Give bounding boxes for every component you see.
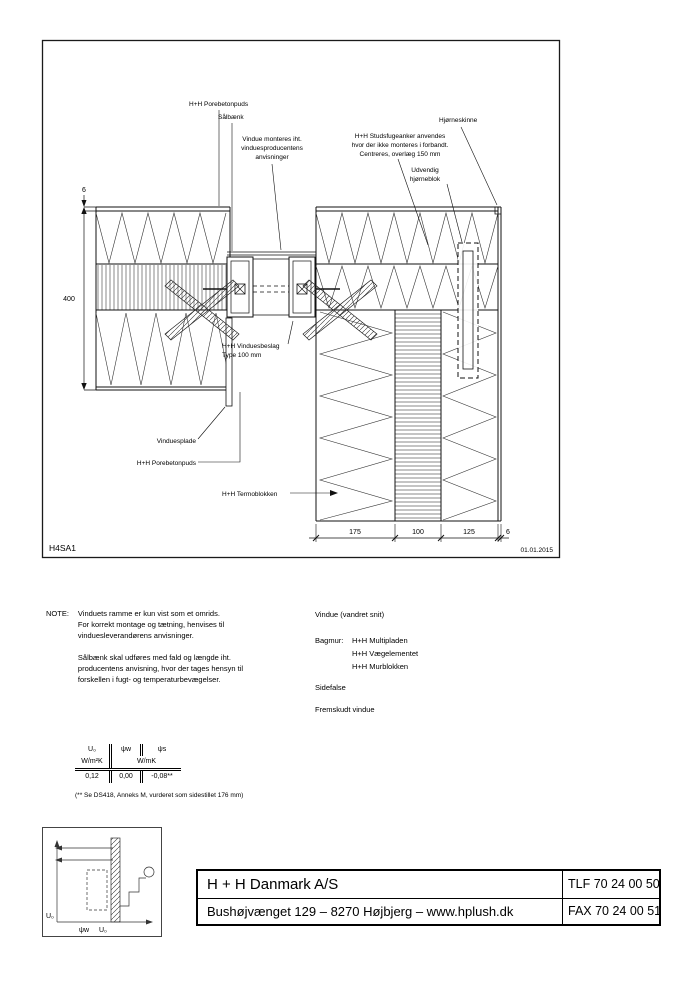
note-block: NOTE: Vinduets ramme er kun vist som et … <box>46 608 243 685</box>
key-psi-bottom: ψw <box>79 927 90 934</box>
note-line: Sålbænk skal udføres med fald og længde … <box>77 653 231 662</box>
note-line: For korrekt montage og tætning, henvises… <box>77 620 225 629</box>
right-wall-insulation-hatch <box>395 310 441 521</box>
dim-6-top: 6 <box>82 187 86 194</box>
value-psi-w: 0,00 <box>109 771 140 783</box>
company-address: Bushøjvænget 129 – 8270 Højbjerg – www.h… <box>198 897 562 925</box>
termoblok-arrowhead <box>330 490 338 496</box>
bagmur-item: H+H Murblokken <box>352 662 409 671</box>
dimension-left <box>81 195 96 391</box>
label-porebetonpuds-bottom: H+H Porebetonpuds <box>137 460 197 467</box>
note-line: producentens anvisning, hvor der tages h… <box>77 664 244 673</box>
phone-number: TLF 70 24 00 50 <box>562 871 659 898</box>
info-title: Vindue (vandret snit) <box>315 610 385 619</box>
label-vindue-monteres-3: anvisninger <box>255 154 289 161</box>
label-studsfugeanker-2: hvor der ikke monteres i forbandt. <box>352 142 449 149</box>
note-label: NOTE: <box>46 609 69 618</box>
company-name: H + H Danmark A/S <box>207 875 339 893</box>
label-hjorneskinne: Hjørneskinne <box>439 117 478 124</box>
dim-6-bottom: 6 <box>506 529 510 536</box>
dim-400: 400 <box>63 296 75 303</box>
technical-drawing: 400 6 175 100 125 6 H+H Porebetonpuds <box>41 39 561 559</box>
info-block: Vindue (vandret snit) Bagmur: H+H Multip… <box>315 608 418 716</box>
key-diagram: U₀ ψw U₀ <box>42 827 162 937</box>
label-vindue-monteres-2: vinduesproducentens <box>241 145 304 152</box>
th-u0: U₀ <box>88 746 96 753</box>
label-studsfugeanker-3: Centreres, overlæg 150 mm <box>360 151 441 158</box>
key-u0-bottom: U₀ <box>99 927 107 934</box>
label-udvendig-hjorneblok-2: hjørneblok <box>410 176 441 183</box>
unit-wm2k: W/m²K <box>81 758 103 765</box>
window-board-profile <box>225 317 233 407</box>
label-vinduesbeslag-1: H+H Vinduesbeslag <box>222 343 280 350</box>
title-block: H + H Danmark A/S TLF 70 24 00 50 Bushøj… <box>196 869 661 926</box>
anchor-straps <box>164 279 378 341</box>
dim-175: 175 <box>349 529 361 536</box>
leader-lines <box>197 110 498 494</box>
label-udvendig-hjorneblok-1: Udvendig <box>411 167 439 174</box>
corner-bead-profile <box>494 207 501 215</box>
unit-wmk: W/mK <box>109 756 181 768</box>
label-termoblokken: H+H Termoblokken <box>222 491 278 498</box>
fax-number: FAX 70 24 00 51 <box>562 897 659 924</box>
value-psi-s: -0,08** <box>140 771 181 783</box>
dim-125: 125 <box>463 529 475 536</box>
key-u0-left: U₀ <box>46 913 54 920</box>
drawing-date: 01.01.2015 <box>520 547 553 554</box>
info-fremskudt: Fremskudt vindue <box>315 705 375 714</box>
bagmur-label: Bagmur: <box>315 636 344 645</box>
drawing-id: H4SA1 <box>49 543 76 553</box>
label-porebetonpuds-top: H+H Porebetonpuds <box>189 101 249 108</box>
label-vinduesbeslag-2: Type 100 mm <box>222 352 261 359</box>
note-line: vinduesleverandørens anvisninger. <box>77 631 194 640</box>
drawing-frame <box>41 39 561 559</box>
sill-lines <box>227 251 316 256</box>
note-line: forskellen i fugt- og temperaturbevægels… <box>77 675 221 684</box>
dim-100: 100 <box>412 529 424 536</box>
bagmur-item: H+H Vægelementet <box>352 649 419 658</box>
info-sidefalse: Sidefalse <box>315 683 346 692</box>
label-saalbaenk: Sålbænk <box>218 113 244 121</box>
th-psi-s: ψs <box>140 744 181 756</box>
label-studsfugeanker-1: H+H Studsfugeanker anvendes <box>355 133 446 140</box>
bagmur-item: H+H Multipladen <box>352 636 408 645</box>
corner-block <box>457 242 479 379</box>
value-u0: 0,12 <box>85 773 99 780</box>
th-psi-w: ψw <box>109 744 140 756</box>
label-vinduesplade: Vinduesplade <box>157 438 197 445</box>
table-footnote: (** Se DS418, Anneks M, vurderet som sid… <box>75 792 244 799</box>
label-vindue-monteres-1: Vindue monteres iht. <box>242 136 302 143</box>
right-wall-section <box>315 206 502 522</box>
dimension-bottom <box>309 524 509 542</box>
note-line: Vinduets ramme er kun vist som et omrids… <box>77 609 220 618</box>
thermal-values-table: U₀ ψw ψs W/m²K W/mK 0,12 0,00 -0,08** <box>75 744 181 783</box>
